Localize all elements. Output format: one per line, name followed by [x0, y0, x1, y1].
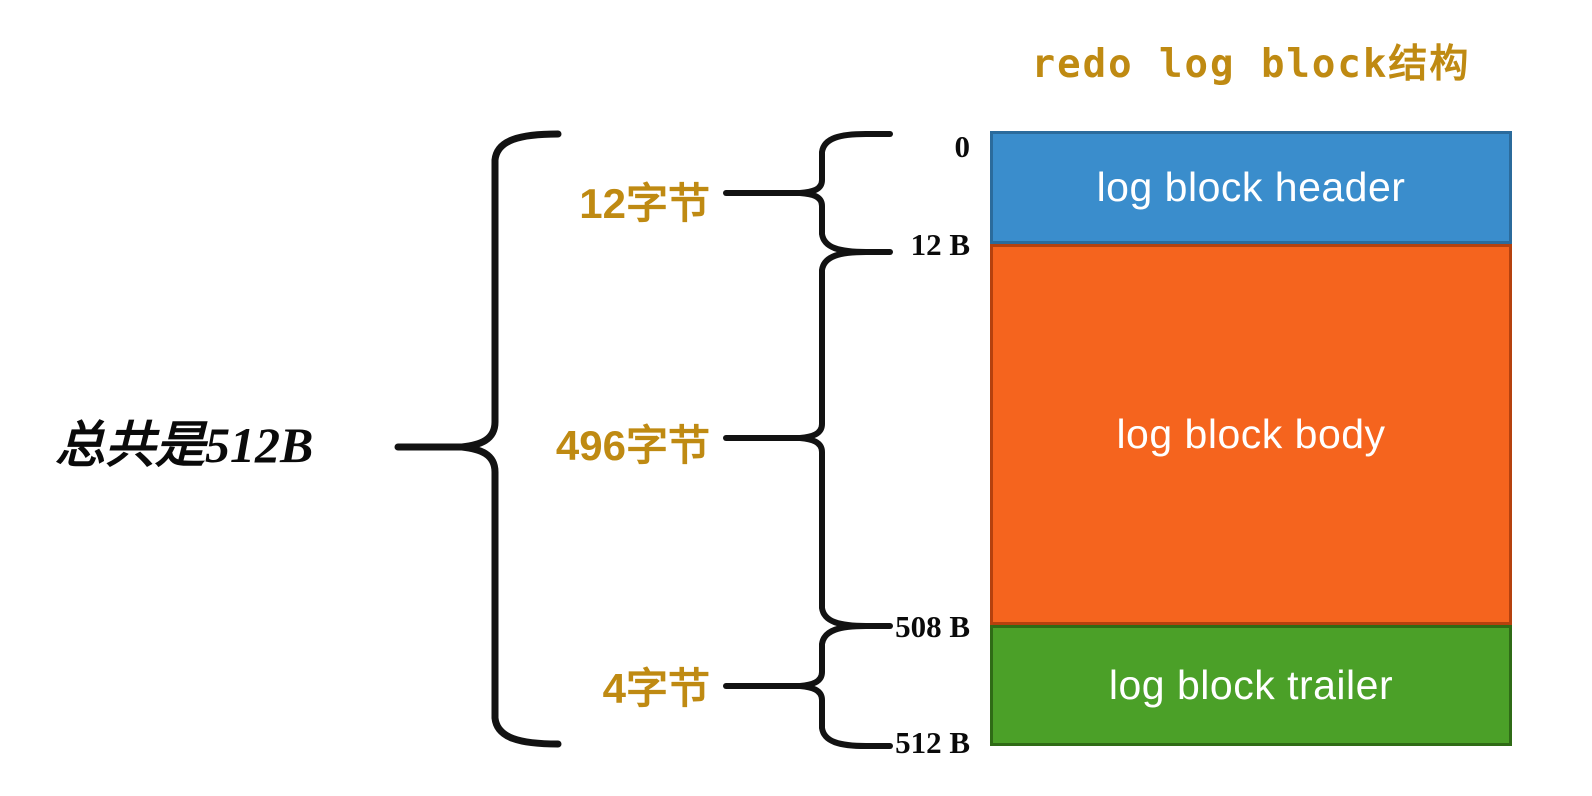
log-block-header-label: log block header [1096, 164, 1406, 210]
log-block-trailer-label: log block trailer [1108, 662, 1394, 708]
byte-label-12: 12字节 [579, 180, 710, 227]
trailer-brace [797, 623, 869, 749]
log-block-trailer-rect: log block trailer [990, 625, 1512, 746]
log-block-body-rect: log block body [990, 244, 1512, 625]
offset-label-508b: 508 B [895, 609, 970, 644]
offset-label-12b: 12 B [910, 227, 970, 262]
byte-label-4: 4字节 [602, 665, 710, 712]
log-block-body-label: log block body [1116, 411, 1386, 457]
total-size-label: 总共是512B [55, 417, 314, 473]
page-title: redo log block结构 [1031, 42, 1471, 87]
offset-label-512b: 512 B [895, 725, 970, 760]
offset-label-0: 0 [954, 129, 971, 164]
byte-label-496: 496字节 [555, 422, 710, 469]
log-block-header-rect: log block header [990, 131, 1512, 244]
header-brace [797, 131, 869, 255]
body-brace [797, 249, 869, 629]
